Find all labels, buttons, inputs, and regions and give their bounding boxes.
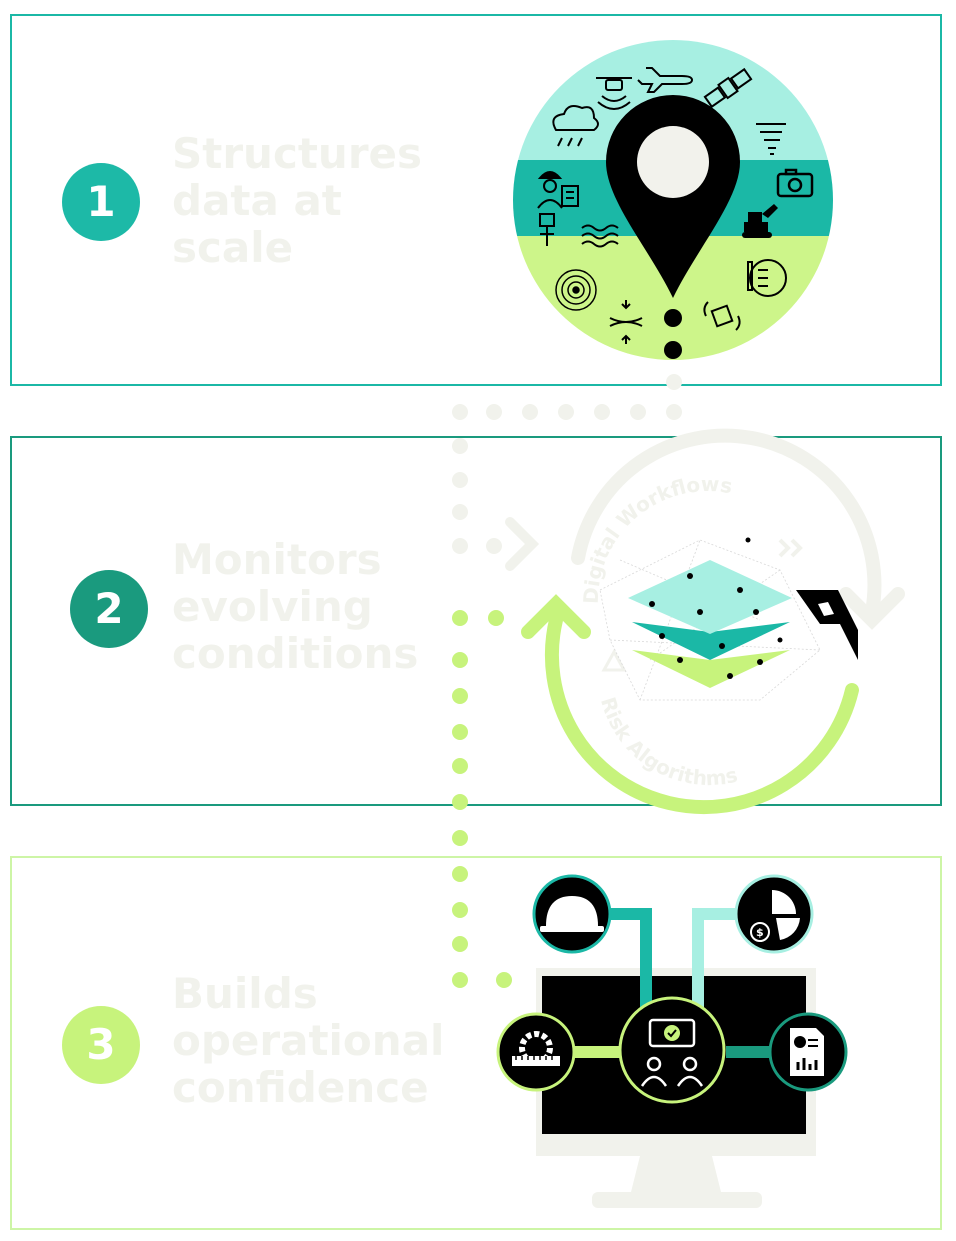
report-document-icon [768, 1012, 848, 1092]
hard-hat-icon [532, 874, 612, 954]
step-1-heading: Structures data at scale [172, 130, 422, 271]
compression-icon [609, 300, 643, 344]
worker-checklist-icon [537, 171, 579, 209]
seismic-device-icon [703, 301, 741, 331]
logo-mark-icon [796, 590, 858, 660]
sensor-probe-icon [539, 213, 555, 246]
step-3-heading: Builds operational confidence [172, 970, 444, 1111]
step-3-badge: 3 [62, 1006, 140, 1084]
camera-icon [776, 168, 814, 198]
step-2-heading: Monitors evolving conditions [172, 536, 418, 677]
step-3-number: 3 [86, 1020, 116, 1069]
data-layers-icon [599, 537, 821, 701]
step-3-line-1: Builds [172, 969, 318, 1018]
step-3-line-2: operational [172, 1016, 445, 1065]
step-2-number: 2 [94, 584, 124, 633]
step-1-line-3: scale [172, 223, 294, 272]
vibration-rings-icon [555, 269, 597, 311]
step-2-badge: 2 [70, 570, 148, 648]
step-1-badge: 1 [62, 163, 140, 241]
water-waves-icon [581, 224, 619, 248]
step-1-number: 1 [86, 177, 116, 226]
pie-chart-dollar-icon: $ [734, 874, 814, 954]
location-pin-icon [606, 95, 740, 359]
step-2-panel: 2 Monitors evolving conditions [10, 436, 942, 806]
cycle-arrows-icon [521, 428, 905, 815]
connector-dots-lime [452, 610, 512, 988]
svg-text:$: $ [756, 926, 764, 939]
warning-icon [601, 648, 627, 672]
step-2-line-2: evolving [172, 582, 373, 631]
tornado-icon [756, 123, 786, 155]
airplane-icon [637, 67, 694, 93]
step-2-line-3: conditions [172, 629, 419, 678]
step-1-line-1: Structures [172, 129, 423, 178]
step-3-line-3: confidence [172, 1063, 429, 1112]
rain-cloud-icon [552, 105, 599, 147]
gear-ruler-icon [496, 1012, 576, 1092]
step-2-line-1: Monitors [172, 535, 382, 584]
step-3-connectors [572, 908, 770, 1058]
team-approval-icon [618, 996, 726, 1104]
drone-icon [596, 77, 632, 110]
excavator-icon [742, 204, 778, 238]
connector-dots-faint [452, 374, 682, 571]
satellite-icon [703, 67, 753, 109]
lab-report-icon [747, 259, 787, 297]
chevrons-icon [778, 538, 803, 558]
step-1-line-2: data at [172, 176, 342, 225]
